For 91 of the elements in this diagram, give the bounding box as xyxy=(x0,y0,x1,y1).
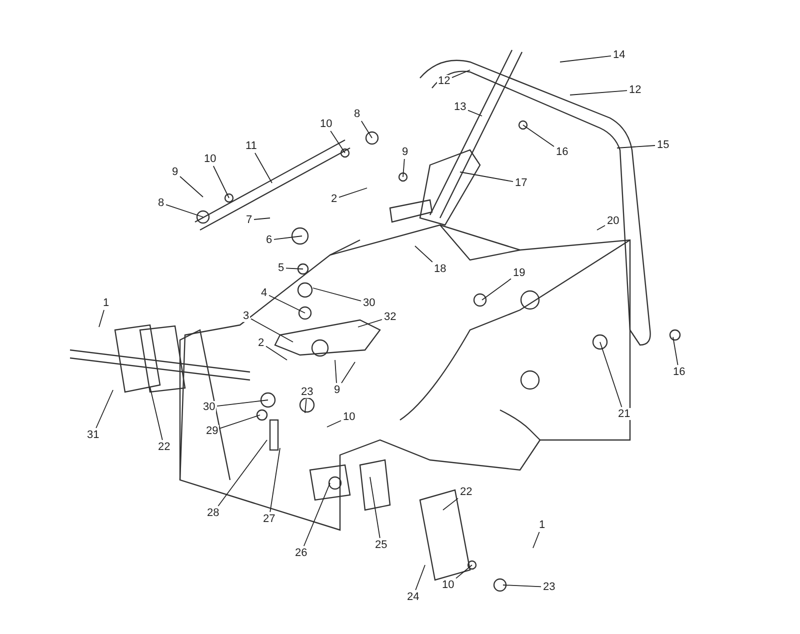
callout-number: 27 xyxy=(262,513,276,525)
leader-line xyxy=(98,310,104,328)
leader-line xyxy=(600,342,622,408)
callout-number: 1 xyxy=(538,519,546,531)
leader-line xyxy=(312,288,362,302)
callout-number: 20 xyxy=(606,215,620,227)
leader-line xyxy=(166,204,204,218)
leader-line xyxy=(268,294,306,314)
callout-number: 16 xyxy=(555,146,570,158)
leader-line xyxy=(250,318,294,342)
callout-number: 31 xyxy=(86,429,100,441)
leader-line xyxy=(254,218,270,220)
callout-number: 18 xyxy=(433,263,448,275)
leader-line xyxy=(452,70,470,78)
leader-line xyxy=(482,278,512,300)
leader-line xyxy=(414,246,433,262)
leader-line xyxy=(596,225,606,230)
leader-line xyxy=(341,362,356,384)
callout-number: 19 xyxy=(512,267,526,279)
callout-number: 25 xyxy=(374,539,388,551)
leader-line xyxy=(672,336,678,366)
leader-line xyxy=(218,440,268,506)
leader-line xyxy=(150,386,163,440)
callout-number: 4 xyxy=(260,287,268,299)
callout-number: 15 xyxy=(656,139,670,151)
callout-number: 9 xyxy=(333,384,342,396)
callout-number: 24 xyxy=(406,591,420,603)
callout-number: 6 xyxy=(265,234,274,246)
callout-number: 13 xyxy=(453,101,468,113)
leader-line xyxy=(286,268,304,270)
leader-line xyxy=(560,55,612,62)
callout-number: 1 xyxy=(102,297,110,309)
leader-line xyxy=(370,476,380,538)
callout-number: 23 xyxy=(300,386,314,398)
callout-number: 29 xyxy=(205,425,220,437)
callout-number: 22 xyxy=(459,486,474,498)
leader-line xyxy=(460,172,514,182)
leader-line xyxy=(334,360,337,384)
leader-line xyxy=(570,90,628,96)
leader-line xyxy=(304,398,307,414)
leader-line xyxy=(522,124,554,147)
callout-number: 32 xyxy=(383,311,398,323)
callout-number: 28 xyxy=(206,507,220,519)
leader-line xyxy=(270,448,280,512)
callout-number: 23 xyxy=(542,581,556,593)
callout-number: 30 xyxy=(202,401,216,413)
leader-line xyxy=(360,120,372,138)
callout-number: 17 xyxy=(514,177,528,189)
callout-number: 30 xyxy=(362,297,376,309)
leader-line xyxy=(212,166,230,198)
leader-line xyxy=(456,564,472,579)
callout-number: 3 xyxy=(242,310,250,322)
callout-number: 2 xyxy=(257,337,266,349)
leader-line xyxy=(96,390,114,428)
leader-line xyxy=(326,420,342,428)
leader-line xyxy=(220,414,260,429)
leader-line xyxy=(502,584,542,588)
callout-number: 11 xyxy=(244,140,258,152)
leader-line xyxy=(266,346,288,360)
callout-number: 2 xyxy=(330,193,338,205)
callout-number: 10 xyxy=(319,118,334,130)
callout-number: 12 xyxy=(628,84,642,96)
callout-number: 22 xyxy=(157,441,172,453)
leader-line xyxy=(338,188,368,198)
callout-number: 16 xyxy=(672,366,686,378)
leader-line xyxy=(616,145,656,148)
leader-line xyxy=(415,564,426,590)
callout-number: 9 xyxy=(171,166,180,178)
leader-line xyxy=(358,319,382,328)
leader-line xyxy=(402,158,405,178)
callout-number: 26 xyxy=(294,547,308,559)
leader-line xyxy=(442,498,458,510)
callout-number: 5 xyxy=(277,262,286,274)
callout-number: 14 xyxy=(612,49,626,61)
callout-number: 10 xyxy=(203,153,218,165)
leader-line xyxy=(254,152,272,184)
callout-number: 8 xyxy=(157,197,166,209)
callout-number: 9 xyxy=(401,146,410,158)
leader-line xyxy=(303,482,330,546)
leader-line xyxy=(330,130,346,154)
leader-line xyxy=(180,176,204,198)
callout-number: 8 xyxy=(353,108,362,120)
callout-number: 10 xyxy=(441,579,456,591)
callout-number: 7 xyxy=(245,214,254,226)
callout-number: 10 xyxy=(342,411,356,423)
leader-line xyxy=(532,532,540,548)
leader-line xyxy=(274,236,302,240)
callout-number: 21 xyxy=(617,408,632,420)
leader-line xyxy=(216,400,268,407)
callout-number: 12 xyxy=(437,75,452,87)
leader-line xyxy=(468,110,482,116)
